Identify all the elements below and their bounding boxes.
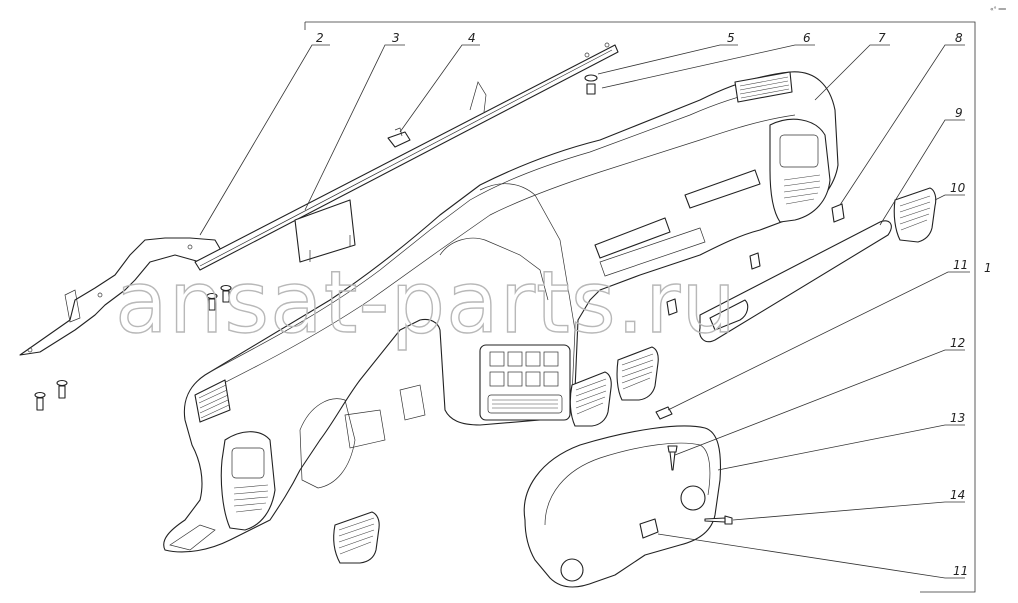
- callout-2: 2: [316, 31, 324, 45]
- callout-6: 6: [803, 31, 811, 45]
- trim-pad: [666, 203, 845, 316]
- callout-11-upper: 11: [953, 258, 968, 272]
- small-clip: [387, 127, 411, 148]
- screw-14: [704, 515, 733, 525]
- bolt-and-washer-top: [584, 74, 598, 95]
- bolts-left-lower: [34, 379, 68, 411]
- side-air-vent: [893, 187, 937, 243]
- instrument-cluster-bezel: [523, 425, 722, 588]
- callout-9: 9: [955, 106, 963, 120]
- callout-5: 5: [727, 31, 735, 45]
- callout-11-lower: 11: [953, 564, 968, 578]
- center-air-vent-left: [569, 371, 612, 427]
- top-speaker-grille: [734, 71, 793, 103]
- center-air-vent-right: [616, 346, 659, 401]
- callout-12: 12: [950, 336, 965, 350]
- assembly-bracket-line: [304, 21, 976, 593]
- callout-4: 4: [468, 31, 476, 45]
- watermark: ansat-parts.ru: [115, 253, 737, 353]
- callout-1: 1: [984, 261, 992, 275]
- callout-3: 3: [392, 31, 400, 45]
- left-side-vent-housing: [220, 431, 276, 531]
- radio-slots: [594, 169, 761, 277]
- callout-13: 13: [950, 411, 965, 425]
- left-speaker-grille: [194, 379, 231, 423]
- dashboard-panel: [163, 71, 839, 553]
- screw-12: [667, 445, 678, 471]
- corner-mark: «° ══: [990, 6, 1006, 13]
- right-side-vent-housing: [769, 118, 831, 223]
- cross-rail: [194, 42, 619, 271]
- glovebox-trim-strip: [699, 220, 892, 343]
- leader-lines: [199, 44, 970, 579]
- callout-10: 10: [950, 181, 966, 195]
- bolts-left-upper: [206, 284, 232, 311]
- center-switch-block: [487, 351, 563, 414]
- lower-left-air-vent: [333, 511, 380, 564]
- callout-7: 7: [878, 31, 886, 45]
- callout-14: 14: [950, 488, 965, 502]
- callout-labels: 2 3 4 5 6 7 8 9 10 11 1 12 13 14 11: [316, 31, 992, 578]
- callout-8: 8: [955, 31, 963, 45]
